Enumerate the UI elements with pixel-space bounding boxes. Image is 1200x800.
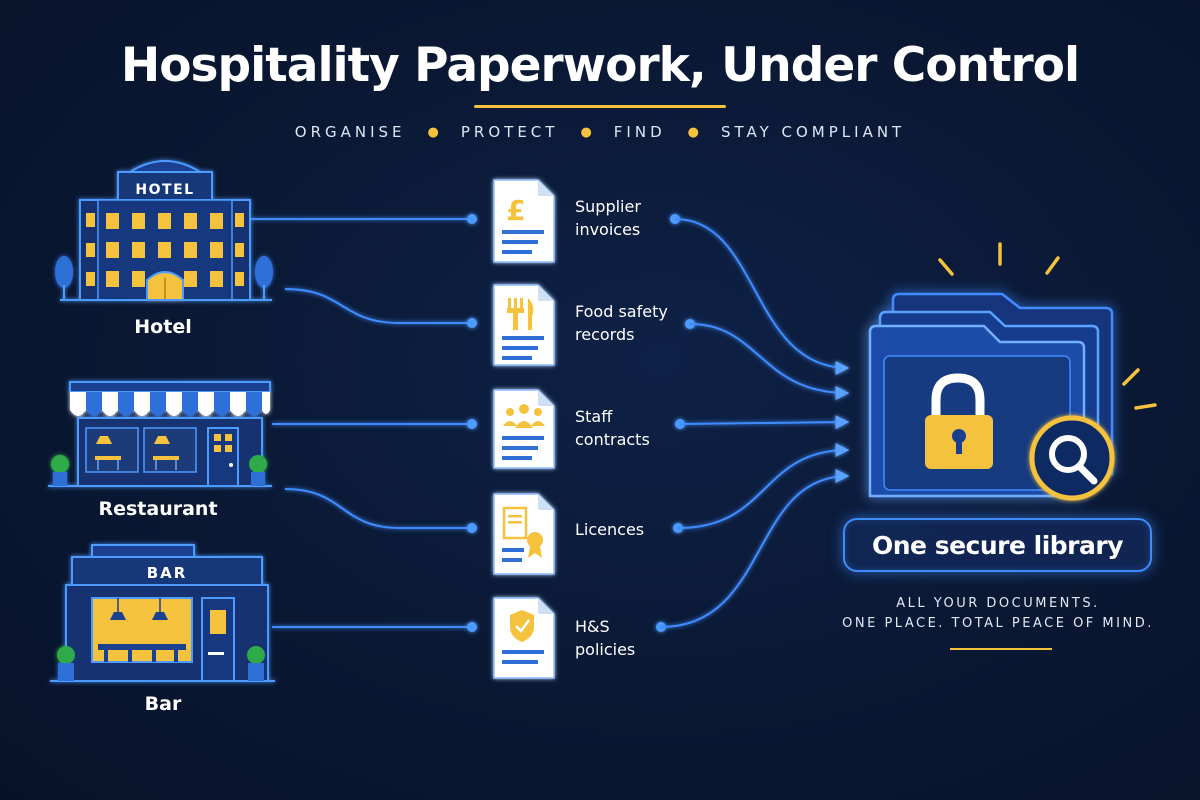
doc-label-supplier-invoices: Supplier invoices bbox=[575, 197, 641, 239]
library-label-box: One secure library bbox=[843, 518, 1152, 572]
page-title: Hospitality Paperwork, Under Control bbox=[120, 38, 1080, 93]
connector-policies-library bbox=[660, 469, 850, 628]
svg-text:HOTEL: HOTEL bbox=[135, 182, 194, 198]
subtitle-item-find: FIND bbox=[613, 123, 666, 141]
doc-label-food-safety: Food safety records bbox=[575, 302, 668, 344]
subtitle-bar: ORGANISE ● PROTECT ● FIND ● STAY COMPLIA… bbox=[0, 123, 1200, 141]
magnifier-icon bbox=[1029, 415, 1115, 501]
tagline-underline bbox=[950, 648, 1052, 650]
svg-text:BAR: BAR bbox=[147, 564, 188, 582]
venue-connectors bbox=[250, 218, 472, 628]
subtitle-item-organise: ORGANISE bbox=[294, 123, 406, 141]
title-underline bbox=[474, 105, 726, 108]
venue-label-bar: Bar bbox=[144, 693, 182, 715]
sparkle-rays bbox=[938, 242, 1157, 410]
hotel-building-icon: HOTEL bbox=[55, 160, 273, 301]
library-label: One secure library bbox=[871, 530, 1124, 560]
doc-label-hs-policies: H&S policies bbox=[575, 617, 636, 659]
cutlery-document-icon bbox=[493, 284, 555, 366]
restaurant-storefront-icon bbox=[48, 381, 272, 487]
venue-label-restaurant: Restaurant bbox=[98, 498, 218, 520]
shield-document-icon bbox=[493, 597, 555, 679]
tagline-line-2: ONE PLACE. TOTAL PEACE OF MIND. bbox=[842, 616, 1154, 631]
padlock-icon bbox=[925, 373, 993, 469]
tagline-line-1: ALL YOUR DOCUMENTS. bbox=[896, 596, 1100, 611]
venue-label-hotel: Hotel bbox=[134, 316, 192, 338]
bar-storefront-icon: BAR bbox=[50, 544, 275, 682]
subtitle-item-stay-compliant: STAY COMPLIANT bbox=[720, 123, 906, 141]
pound-invoice-icon: £ bbox=[493, 179, 555, 263]
subtitle-dot: ● bbox=[687, 124, 699, 140]
subtitle-dot: ● bbox=[580, 124, 592, 140]
library-connectors bbox=[660, 218, 850, 628]
connector-hotel-foodsafety bbox=[284, 288, 472, 324]
svg-text:£: £ bbox=[506, 194, 525, 227]
doc-label-staff-contracts: Staff contracts bbox=[575, 407, 650, 449]
subtitle-dot: ● bbox=[427, 124, 439, 140]
connector-restaurant-licences bbox=[284, 488, 472, 529]
connector-contracts-library bbox=[679, 415, 850, 430]
subtitle-item-protect: PROTECT bbox=[460, 123, 559, 141]
doc-label-licences: Licences bbox=[575, 520, 645, 539]
certificate-document-icon bbox=[493, 493, 555, 575]
connector-licences-library bbox=[677, 443, 850, 529]
connector-invoices-library bbox=[674, 218, 850, 375]
connector-foodsafety-library bbox=[689, 323, 850, 400]
locked-folder-search-icon bbox=[868, 242, 1157, 501]
people-document-icon bbox=[493, 389, 555, 469]
